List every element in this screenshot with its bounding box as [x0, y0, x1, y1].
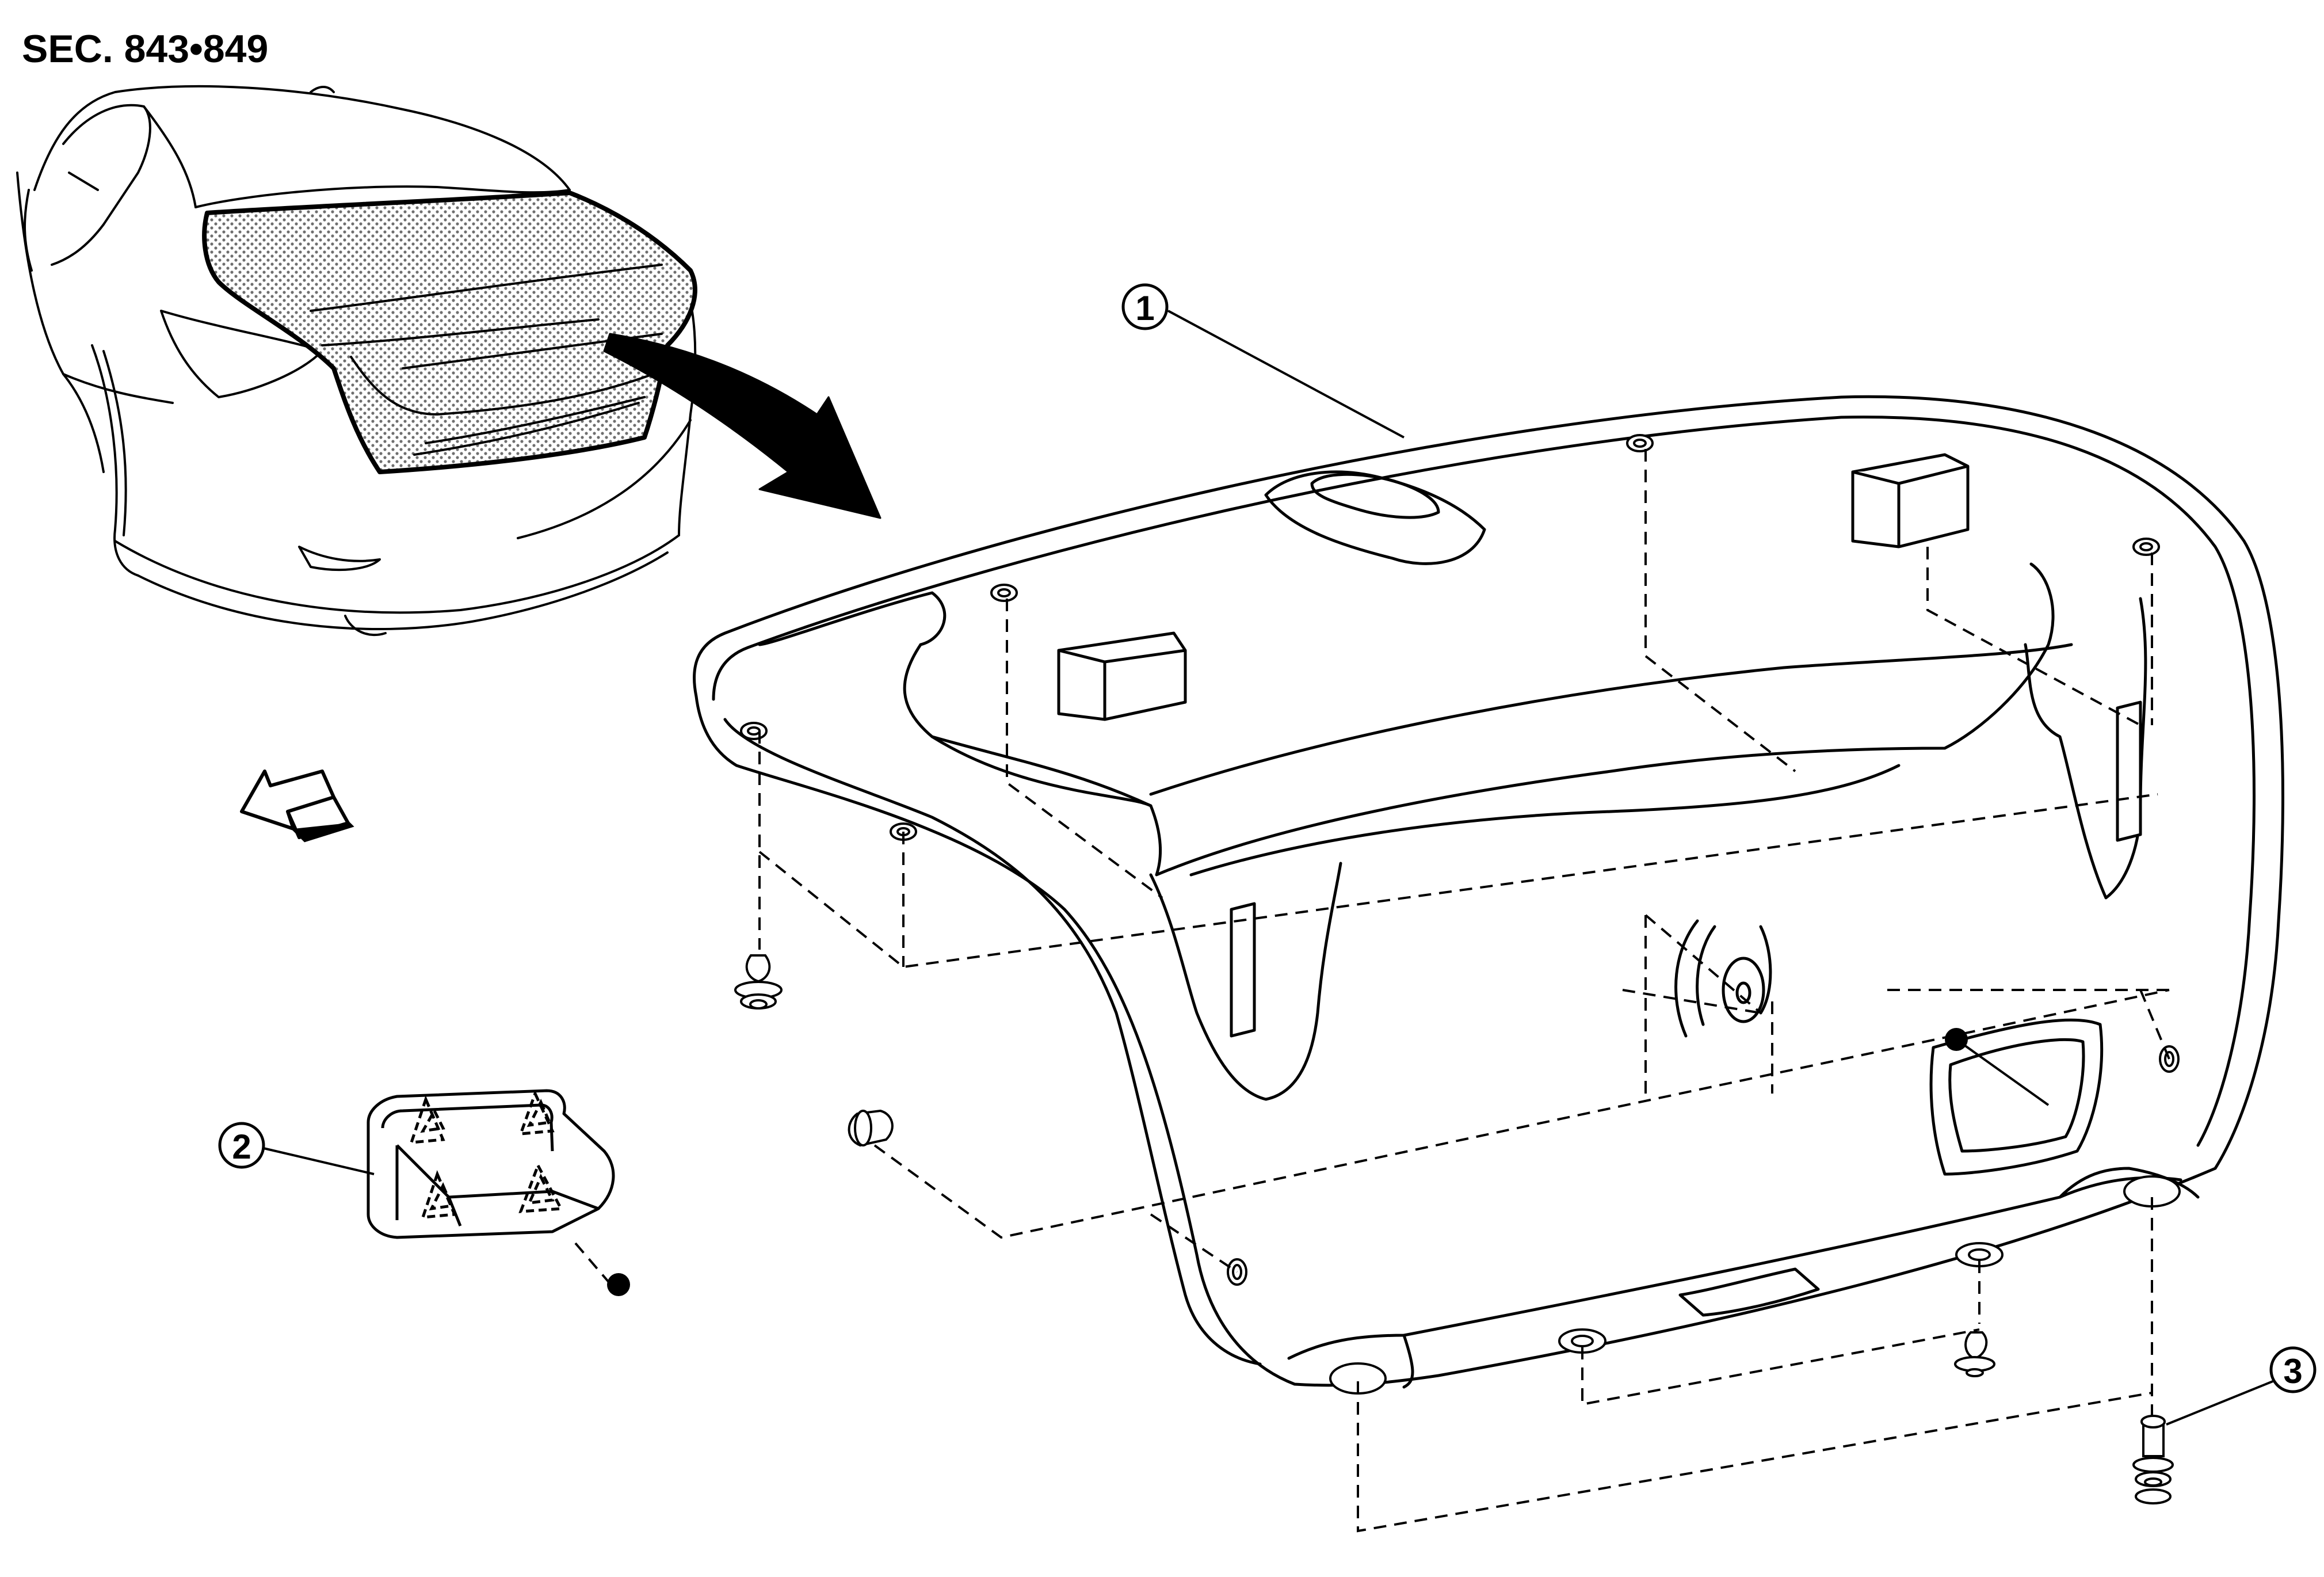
detail-pointer-arrow-icon: [603, 333, 881, 519]
callout-3-label: 3: [2283, 1352, 2302, 1391]
trunk-lid-highlight: [202, 191, 697, 474]
view-arrow-shadow: [292, 821, 354, 843]
clip-holes: [740, 434, 2181, 1395]
vehicle-illustration: [16, 85, 697, 637]
pull-handle-part: [367, 1089, 615, 1239]
callout-2: 2: [218, 1122, 375, 1175]
callout-1: 1: [1121, 283, 1405, 439]
clip-icon: [848, 1109, 894, 1147]
assembly-guide-lines: [574, 449, 2170, 1533]
trunk-lid-details: [310, 264, 669, 456]
callout-3: 3: [2166, 1346, 2317, 1426]
dot-leader-1: [1955, 1038, 2050, 1106]
clip-icon: [2132, 1415, 2174, 1504]
callout-2-label: 2: [232, 1127, 251, 1166]
finisher-pads: [1057, 453, 2142, 1038]
dashed-triangle-icon: [409, 1090, 564, 1219]
clip-icon: [1954, 1331, 1995, 1377]
clip-icon: [734, 954, 783, 1010]
trunk-lid-finisher: [693, 395, 2284, 1389]
filled-dot-icon: [607, 1273, 630, 1296]
section-title: SEC. 843•849: [22, 27, 268, 71]
callout-1-label: 1: [1135, 289, 1154, 327]
